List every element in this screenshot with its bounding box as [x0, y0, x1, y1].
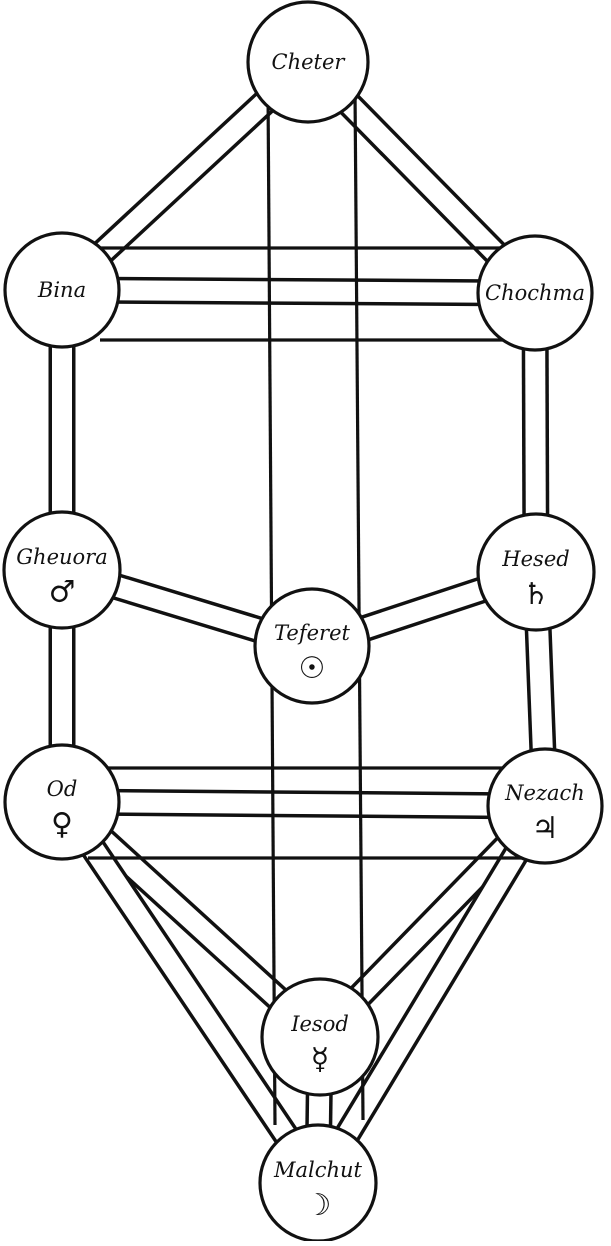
sephira-label-iesod: Iesod	[290, 1012, 349, 1036]
sephira-gheuora: Gheuora ♂	[4, 512, 120, 628]
saturn-icon: ♄	[523, 577, 550, 612]
sephira-hesed: Hesed ♄	[478, 514, 594, 630]
path-bina-chochma	[62, 290, 535, 293]
sephira-bina: Bina	[5, 233, 119, 347]
sephira-label-teferet: Teferet	[274, 621, 350, 645]
sephira-label-od: Od	[47, 777, 78, 801]
mercury-icon: ☿	[311, 1042, 329, 1077]
sephira-malchut: Malchut ☽	[260, 1125, 376, 1241]
sephira-teferet: Teferet ☉	[255, 589, 369, 703]
nodes-layer: CheterBina ChochmaGheuora ♂ Hesed ♄ Teferet ☉ O…	[4, 2, 602, 1241]
sephira-nezach: Nezach ♃	[488, 749, 602, 863]
sephira-circle	[260, 1125, 376, 1241]
sephira-label-chochma: Chochma	[485, 281, 585, 305]
sephira-cheter: Cheter	[248, 2, 368, 122]
sun-face-icon: ☉	[299, 651, 326, 686]
venus-icon: ♀	[51, 807, 73, 842]
sephira-label-bina: Bina	[37, 278, 86, 302]
sephira-circle	[4, 512, 120, 628]
sephira-label-malchut: Malchut	[273, 1158, 363, 1182]
sephira-label-cheter: Cheter	[272, 50, 347, 74]
mars-icon: ♂	[49, 575, 76, 610]
sephira-circle	[262, 979, 378, 1095]
sephira-label-hesed: Hesed	[501, 547, 569, 571]
sephira-chochma: Chochma	[478, 236, 592, 350]
path-od-nezach	[62, 802, 545, 806]
pillar-line-2	[355, 90, 363, 1120]
sephira-label-gheuora: Gheuora	[16, 545, 107, 569]
jupiter-icon: ♃	[532, 811, 559, 846]
moon-face-icon: ☽	[305, 1188, 332, 1223]
sephira-circle	[478, 514, 594, 630]
sephira-od: Od ♀	[5, 745, 119, 859]
sephira-iesod: Iesod ☿	[262, 979, 378, 1095]
sephira-label-nezach: Nezach	[504, 781, 585, 805]
